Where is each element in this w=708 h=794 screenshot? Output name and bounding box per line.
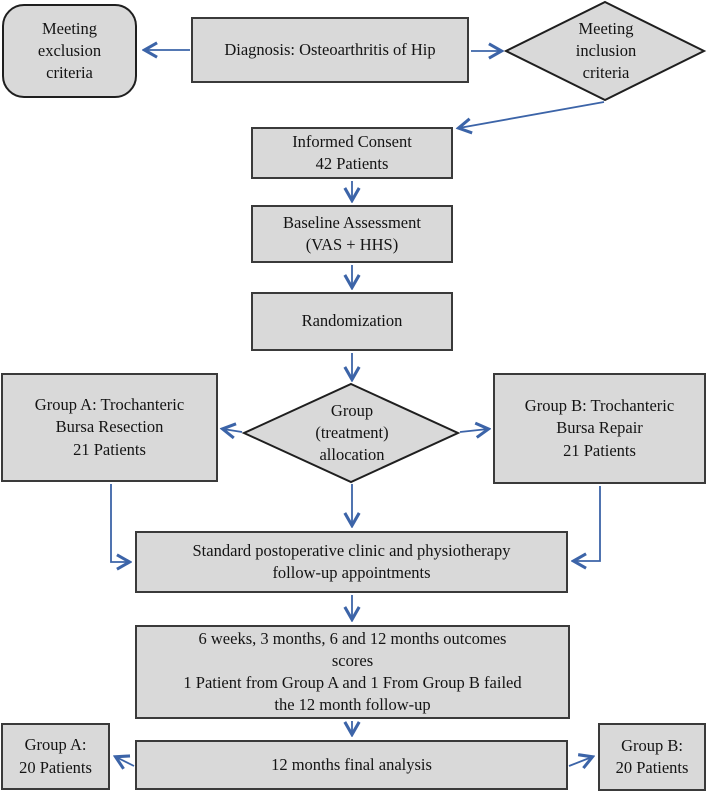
node-label-line: scores: [331, 650, 374, 670]
node-label-line: Standard postoperative clinic and physio…: [192, 540, 511, 560]
node-outcomes-scores: 6 weeks, 3 months, 6 and 12 months outco…: [135, 625, 570, 719]
node-randomization: Randomization: [251, 292, 453, 351]
node-group-b-final: Group B: 20 Patients: [598, 723, 706, 791]
node-label-line: Meeting: [42, 18, 97, 38]
arrow-final-to-group-b-final: [568, 757, 592, 766]
node-label-line: exclusion: [37, 40, 102, 60]
node-standard-followup: Standard postoperative clinic and physio…: [135, 531, 568, 593]
node-label-line: the 12 month follow-up: [274, 695, 431, 715]
node-label-line: Diagnosis: Osteoarthritis of Hip: [224, 39, 436, 59]
node-label-line: Randomization: [301, 311, 403, 331]
node-label-line: Group A: Trochanteric: [34, 395, 185, 415]
node-group-a-resection: Group A: Trochanteric Bursa Resection 21…: [1, 373, 218, 482]
node-group-b-repair: Group B: Trochanteric Bursa Repair 21 Pa…: [493, 373, 706, 484]
node-label-line: 21 Patients: [563, 440, 636, 460]
node-group-a-final: Group A: 20 Patients: [1, 723, 110, 790]
allocation-diamond: [241, 382, 461, 484]
node-label-line: 21 Patients: [73, 439, 146, 459]
arrow-allocation-to-group-b: [459, 429, 488, 432]
node-label-line: (VAS + HHS): [305, 235, 399, 254]
node-label-line: Group A:: [24, 735, 87, 755]
node-label-line: 20 Patients: [615, 758, 689, 777]
arrow-group-b-to-standard: [574, 486, 601, 561]
node-informed-consent: Informed Consent 42 Patients: [251, 127, 453, 179]
node-label-line: Informed Consent: [292, 131, 412, 151]
node-label-line: Group B: Trochanteric: [524, 396, 675, 416]
node-label-line: criteria: [46, 63, 93, 83]
arrow-allocation-to-group-a: [223, 429, 243, 432]
node-label-line: Bursa Resection: [55, 417, 164, 437]
arrow-group-a-to-standard: [110, 484, 129, 562]
arrow-final-to-group-a-final: [116, 757, 135, 766]
node-label-line: follow-up appointments: [272, 563, 431, 582]
node-meeting-exclusion-criteria: Meeting exclusion criteria: [2, 4, 137, 98]
node-label-line: Group B:: [621, 735, 683, 755]
node-diagnosis: Diagnosis: Osteoarthritis of Hip: [191, 17, 469, 83]
node-label-line: 42 Patients: [315, 154, 389, 173]
node-final-analysis: 12 months final analysis: [135, 740, 568, 790]
node-label-line: Bursa Repair: [556, 418, 643, 438]
node-label-line: 1 Patient from Group A and 1 From Group …: [183, 673, 522, 692]
node-label-line: Baseline Assessment: [283, 212, 421, 232]
arrow-inclusion-to-consent: [459, 101, 605, 128]
node-baseline-assessment: Baseline Assessment (VAS + HHS): [251, 205, 453, 263]
node-label-line: 12 months final analysis: [271, 754, 432, 774]
inclusion-diamond: [503, 0, 707, 102]
node-label-line: 6 weeks, 3 months, 6 and 12 months outco…: [198, 628, 507, 648]
node-label-line: 20 Patients: [19, 757, 92, 777]
